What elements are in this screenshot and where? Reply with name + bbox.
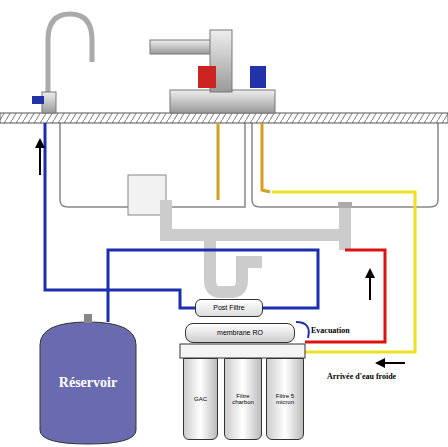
node-text: Filtre charbon: [225, 393, 261, 406]
filter-cartridge: Filtre charbon: [224, 358, 262, 440]
node-text: Post Filtre: [211, 304, 247, 311]
node-text: membrane RO: [215, 329, 265, 336]
drain-label: Evacuation: [311, 326, 350, 335]
post-filter: Post Filtre: [195, 299, 263, 317]
node-text: Filtre 5 micron: [267, 393, 303, 406]
node-text: Réservoir: [57, 376, 119, 391]
water-pipe: [108, 250, 318, 322]
filter-cartridge: GAC: [183, 358, 218, 440]
storage-tank: Réservoir: [40, 322, 136, 444]
ro-membrane: membrane RO: [185, 323, 295, 343]
inlet-label: Arrivée d'eau froide: [327, 372, 396, 381]
node-text: GAC: [192, 396, 209, 402]
filter-cartridge: Filtre 5 micron: [266, 358, 304, 440]
